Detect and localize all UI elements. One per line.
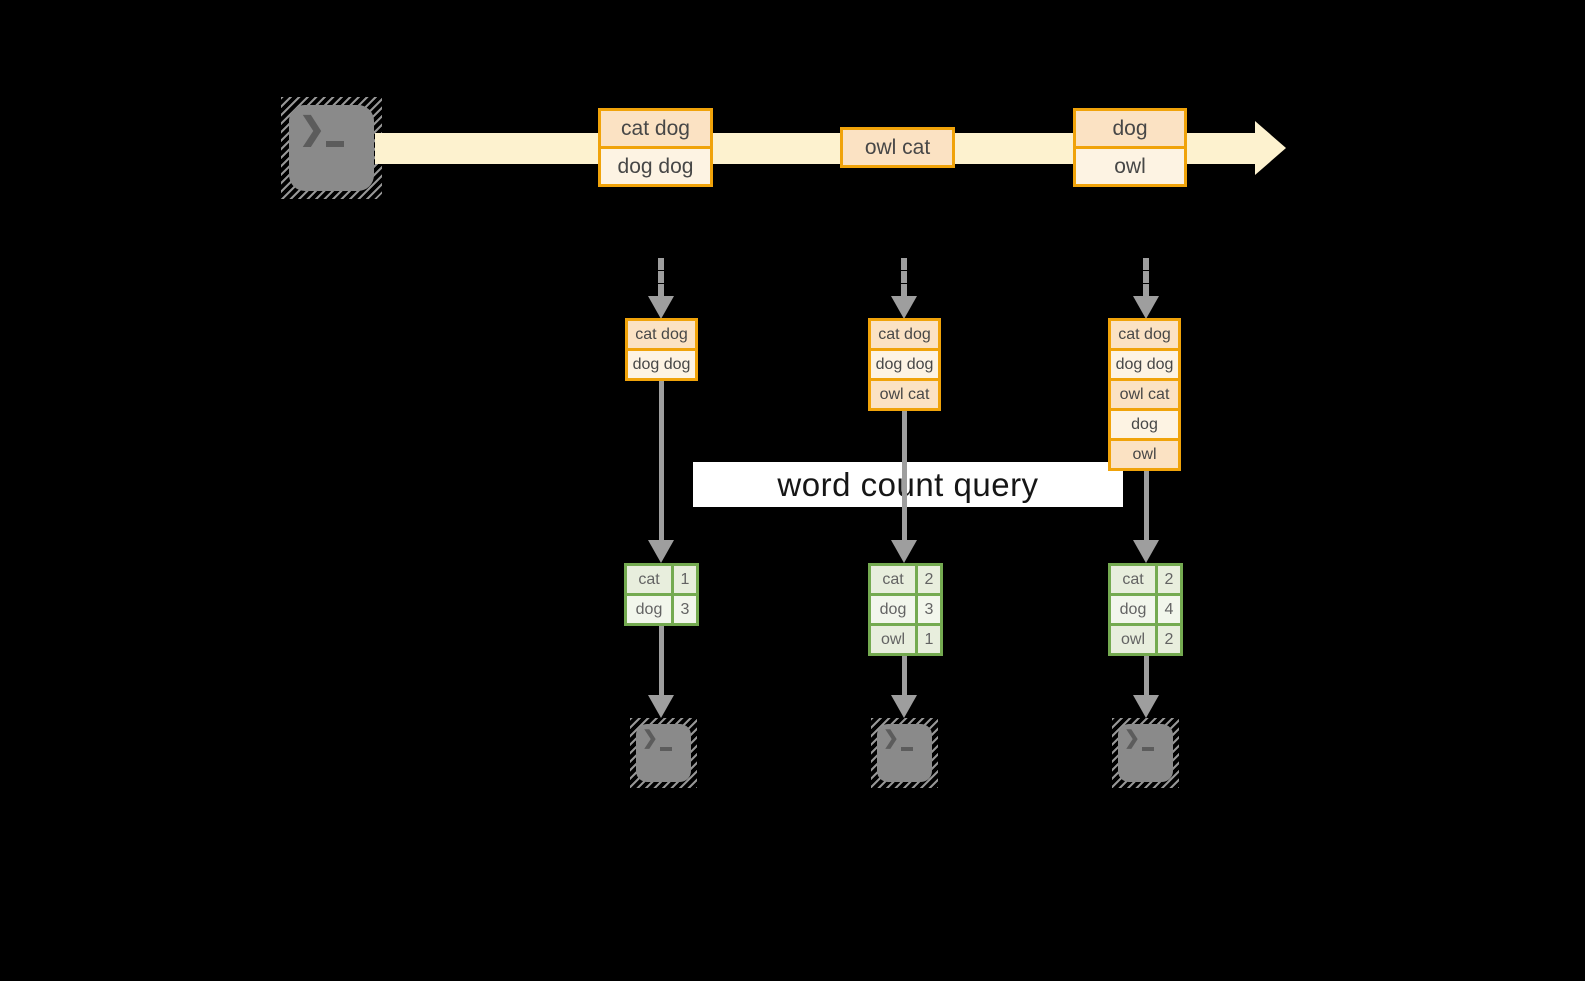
state-record: owl — [1111, 438, 1178, 468]
result-count: 1 — [915, 626, 940, 653]
result-count: 4 — [1155, 596, 1180, 623]
result-count: 2 — [915, 566, 940, 593]
result-word: cat — [882, 570, 904, 588]
state-record: cat dog — [628, 321, 695, 348]
stream-record: dog dog — [601, 146, 710, 184]
arrow-line — [1144, 470, 1149, 541]
prompt-cursor-icon — [901, 747, 913, 751]
result-word: cat — [638, 570, 660, 588]
terminal-screen: ❯ — [1118, 724, 1173, 782]
result-count: 2 — [1155, 626, 1180, 653]
dashed-arrow — [901, 258, 907, 296]
terminal-sink-icon: ❯ — [871, 718, 938, 788]
prompt-cursor-icon — [326, 141, 344, 147]
arrow-line — [659, 626, 664, 697]
result-row: owl 2 — [1111, 623, 1180, 653]
prompt-cursor-icon — [1142, 747, 1154, 751]
dashed-arrow — [658, 258, 664, 296]
arrow-line — [659, 381, 664, 541]
result-count: 3 — [915, 596, 940, 623]
state-record: cat dog — [1111, 321, 1178, 348]
arrowhead-icon — [648, 695, 674, 718]
stream-record: dog — [1076, 111, 1184, 146]
result-word: owl — [1120, 630, 1145, 648]
result-row: owl 1 — [871, 623, 940, 653]
query-label: word count query — [777, 465, 1039, 503]
prompt-chevron-icon: ❯ — [642, 728, 658, 749]
terminal-screen: ❯ — [636, 724, 691, 782]
state-record: cat dog — [871, 321, 938, 348]
prompt-chevron-icon: ❯ — [883, 728, 899, 749]
result-word: owl — [880, 630, 905, 648]
stream-record: owl cat — [843, 130, 952, 165]
result-row: cat 1 — [627, 566, 696, 593]
arrowhead-icon — [891, 695, 917, 718]
result-word: cat — [1122, 570, 1144, 588]
arrow-line — [902, 409, 907, 541]
arrow-line — [902, 656, 907, 697]
result-table: cat 1 dog 3 — [624, 563, 699, 626]
stream-record: owl — [1076, 146, 1184, 184]
state-record: dog dog — [1111, 348, 1178, 378]
result-table: cat 2 dog 3 owl 1 — [868, 563, 943, 656]
result-word: dog — [635, 600, 663, 618]
result-word: dog — [1119, 600, 1147, 618]
arrowhead-icon — [648, 540, 674, 563]
state-record: owl cat — [1111, 378, 1178, 408]
dashed-arrow — [1143, 258, 1149, 296]
result-row: dog 3 — [871, 593, 940, 623]
stream-record: cat dog — [601, 111, 710, 146]
dashed-arrowhead-icon — [648, 296, 674, 319]
query-label-band: word count query — [693, 462, 1123, 507]
terminal-source-icon: ❯ — [281, 97, 382, 199]
dashed-arrowhead-icon — [1133, 296, 1159, 319]
arrowhead-icon — [891, 540, 917, 563]
result-word: dog — [879, 600, 907, 618]
result-row: cat 2 — [1111, 566, 1180, 593]
terminal-screen: ❯ — [289, 105, 374, 191]
state-record: dog dog — [628, 348, 695, 378]
terminal-sink-icon: ❯ — [630, 718, 697, 788]
state-record: dog dog — [871, 348, 938, 378]
result-table: cat 2 dog 4 owl 2 — [1108, 563, 1183, 656]
result-row: dog 3 — [627, 593, 696, 623]
dashed-arrowhead-icon — [891, 296, 917, 319]
prompt-chevron-icon: ❯ — [299, 111, 325, 146]
state-record: owl cat — [871, 378, 938, 408]
result-count: 3 — [671, 596, 696, 623]
result-row: dog 4 — [1111, 593, 1180, 623]
arrowhead-icon — [1133, 695, 1159, 718]
result-row: cat 2 — [871, 566, 940, 593]
result-count: 1 — [671, 566, 696, 593]
state-record: dog — [1111, 408, 1178, 438]
terminal-sink-icon: ❯ — [1112, 718, 1179, 788]
stream-batch: owl cat — [840, 127, 955, 168]
prompt-cursor-icon — [660, 747, 672, 751]
stream-arrowhead-icon — [1255, 121, 1286, 175]
result-count: 2 — [1155, 566, 1180, 593]
terminal-screen: ❯ — [877, 724, 932, 782]
arrowhead-icon — [1133, 540, 1159, 563]
prompt-chevron-icon: ❯ — [1124, 728, 1140, 749]
arrow-line — [1144, 656, 1149, 697]
